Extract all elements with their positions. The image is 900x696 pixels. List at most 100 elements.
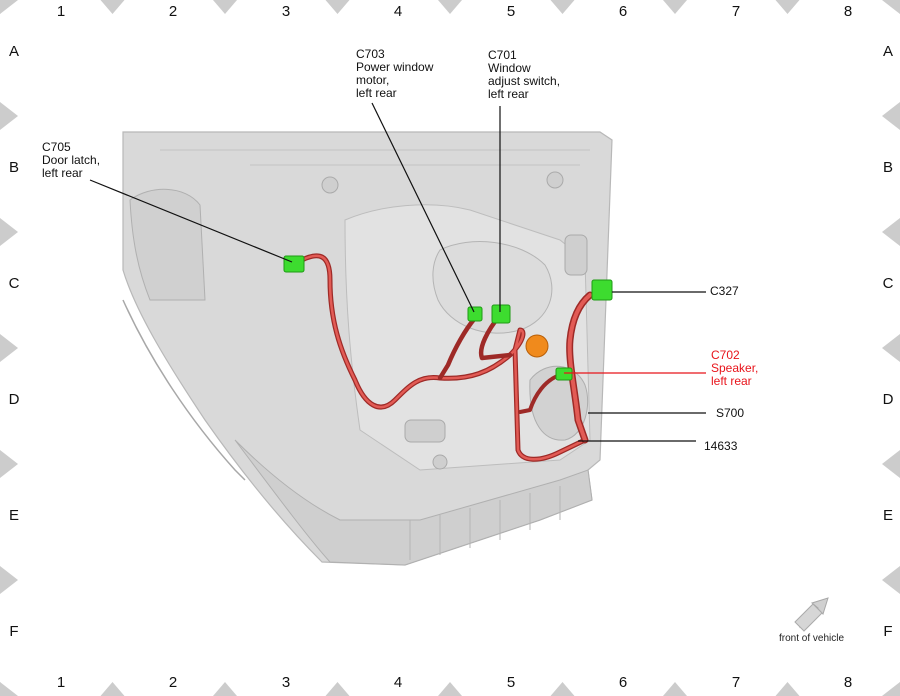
- front-of-vehicle-arrow-icon: [794, 597, 829, 632]
- frame-marker: [100, 682, 125, 696]
- column-label-top: 7: [731, 3, 741, 20]
- callout-c327-code: C327: [710, 284, 739, 298]
- column-label-top: 5: [506, 3, 516, 20]
- frame-marker: [100, 0, 125, 14]
- frame-marker: [0, 450, 18, 478]
- frame-marker: [0, 0, 18, 14]
- frame-marker: [882, 0, 900, 14]
- door-panel-hole: [546, 171, 564, 189]
- leader-c703: [371, 102, 475, 313]
- frame-marker: [663, 682, 687, 696]
- callout-c705-desc: Door latch,: [42, 153, 101, 167]
- frame-marker: [213, 682, 237, 696]
- column-label-bottom: 7: [731, 674, 741, 691]
- connector-c702: [555, 367, 573, 381]
- connector-c705: [283, 255, 305, 273]
- speaker-connector-orange: [525, 334, 549, 358]
- leader-c705: [89, 179, 293, 263]
- frame-marker: [0, 682, 18, 696]
- column-label-bottom: 4: [393, 674, 403, 691]
- frame-marker: [550, 0, 575, 14]
- row-label-left: A: [8, 43, 19, 60]
- column-label-bottom: 3: [281, 674, 291, 691]
- column-label-bottom: 6: [618, 674, 628, 691]
- row-label-right: A: [882, 43, 893, 60]
- frame-marker: [882, 566, 900, 594]
- frame-marker: [882, 334, 900, 362]
- callout-c705: C705 Door latch, left rear: [42, 141, 100, 180]
- frame-marker: [663, 0, 687, 14]
- door-panel-slot: [404, 419, 446, 443]
- door-panel-hole: [432, 454, 448, 470]
- frame-marker: [213, 0, 237, 14]
- row-label-right: F: [883, 623, 893, 640]
- callout-s700-code: S700: [716, 406, 745, 420]
- frame-marker: [550, 682, 575, 696]
- callout-14633-code: 14633: [704, 439, 738, 453]
- row-label-right: E: [882, 507, 893, 524]
- column-label-bottom: 2: [168, 674, 178, 691]
- harness-motor-branch: [437, 315, 478, 381]
- harness-main-branch-core: [296, 254, 587, 461]
- callout-c702-code: C702: [711, 348, 740, 362]
- callout-c703-code: C703: [356, 47, 385, 61]
- frame-marker: [775, 0, 800, 14]
- door-panel-hole: [321, 176, 339, 194]
- row-label-left: F: [9, 623, 19, 640]
- door-panel-left-edge: [122, 299, 246, 481]
- callout-c705-side: left rear: [42, 166, 83, 180]
- callout-c701-desc2: adjust switch,: [488, 74, 561, 88]
- column-label-top: 6: [618, 3, 628, 20]
- row-label-right: D: [882, 391, 894, 408]
- callout-c703-desc: Power window: [356, 60, 434, 74]
- frame-marker: [438, 0, 462, 14]
- frame-marker: [882, 218, 900, 246]
- frame-marker: [0, 102, 18, 130]
- callout-s700: S700: [716, 407, 744, 420]
- row-label-left: E: [8, 507, 19, 524]
- frame-marker: [0, 566, 18, 594]
- frame-marker: [438, 682, 462, 696]
- row-label-right: C: [882, 275, 894, 292]
- frame-marker: [0, 334, 18, 362]
- frame-marker: [775, 682, 800, 696]
- callout-c702: C702 Speaker, left rear: [711, 349, 758, 388]
- frame-marker: [0, 218, 18, 246]
- callout-14633: 14633: [704, 440, 737, 453]
- callout-c702-side: left rear: [711, 374, 752, 388]
- connector-c703: [467, 306, 483, 322]
- callout-c327: C327: [710, 285, 739, 298]
- callout-c701: C701 Window adjust switch, left rear: [488, 49, 560, 101]
- column-label-bottom: 8: [843, 674, 853, 691]
- door-panel-lower-ribs: [409, 486, 561, 560]
- callout-c703: C703 Power window motor, left rear: [356, 48, 433, 100]
- frame-marker: [325, 0, 350, 14]
- door-panel: [122, 131, 613, 566]
- leader-lines: [89, 102, 706, 442]
- frame-marker: [325, 682, 350, 696]
- column-label-top: 2: [168, 3, 178, 20]
- column-label-top: 1: [56, 3, 66, 20]
- callout-c703-desc2: motor,: [356, 73, 390, 87]
- connector-c327: [591, 279, 613, 301]
- row-label-left: C: [8, 275, 20, 292]
- door-panel-top-rail: [160, 149, 590, 166]
- column-label-top: 3: [281, 3, 291, 20]
- row-label-left: D: [8, 391, 20, 408]
- column-label-top: 8: [843, 3, 853, 20]
- row-label-right: B: [882, 159, 893, 176]
- column-label-bottom: 1: [56, 674, 66, 691]
- door-panel-left-cutout: [129, 188, 206, 301]
- callout-c701-desc: Window: [488, 61, 531, 75]
- callout-c703-side: left rear: [356, 86, 397, 100]
- front-of-vehicle-label: front of vehicle: [779, 633, 845, 644]
- row-label-left: B: [8, 159, 19, 176]
- frame-marker: [882, 450, 900, 478]
- connectors: [283, 255, 613, 381]
- callout-c705-code: C705: [42, 140, 71, 154]
- callout-c702-desc: Speaker,: [711, 361, 759, 375]
- harness-c327-branch-core: [567, 293, 592, 442]
- column-label-bottom: 5: [506, 674, 516, 691]
